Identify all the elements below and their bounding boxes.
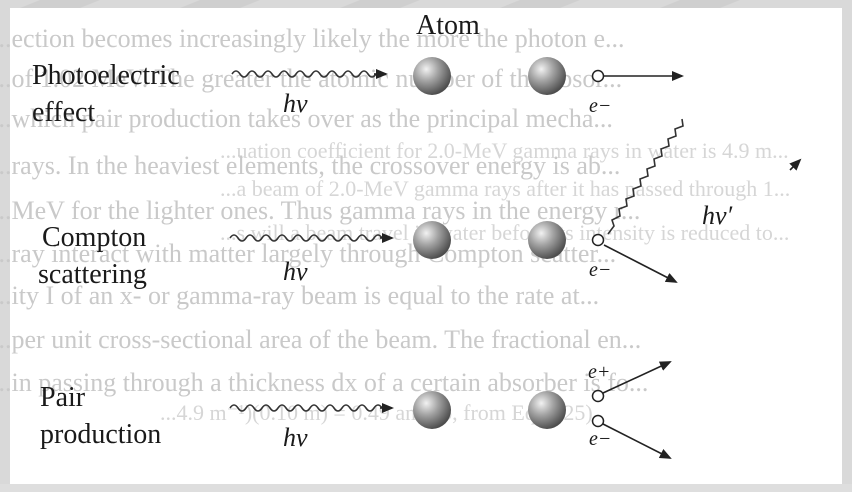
- bottom-border-band: [0, 484, 852, 492]
- electron: [593, 71, 604, 82]
- bg-line: ...ection becomes increasingly likely th…: [0, 24, 624, 53]
- atom-before: [413, 391, 451, 429]
- electron-label: e−: [589, 95, 611, 117]
- electron: [593, 416, 604, 427]
- photon-label: hν: [283, 89, 308, 118]
- bg-line-small: ...4.9 m⁻¹)(0.10 m) = 0.49 and so, from …: [160, 400, 593, 425]
- process-name: Photoelectric: [32, 60, 180, 91]
- atom-after: [528, 57, 566, 95]
- atom-before: [413, 221, 451, 259]
- process-name: Pair: [40, 382, 86, 413]
- process-name: effect: [32, 97, 95, 128]
- scattered-photon-label: hν′: [702, 201, 733, 230]
- positron-label: e+: [588, 361, 610, 383]
- positron: [593, 391, 604, 402]
- scattered-photon-arrowhead: [790, 160, 800, 170]
- atom-after: [528, 391, 566, 429]
- process-name: Compton: [42, 222, 146, 253]
- electron-label: e−: [589, 259, 611, 281]
- process-name: scattering: [38, 259, 147, 290]
- process-name: production: [40, 419, 161, 450]
- electron: [593, 235, 604, 246]
- photon-label: hν: [283, 257, 308, 286]
- photon-label: hν: [283, 423, 308, 452]
- atom-column-header: Atom: [416, 10, 480, 41]
- electron-trajectory-arrow: [603, 424, 670, 458]
- right-border-band: [842, 0, 852, 492]
- bg-line: ...per unit cross-sectional area of the …: [0, 325, 641, 354]
- atom-before: [413, 57, 451, 95]
- electron-label: e−: [589, 428, 611, 450]
- atom-after: [528, 221, 566, 259]
